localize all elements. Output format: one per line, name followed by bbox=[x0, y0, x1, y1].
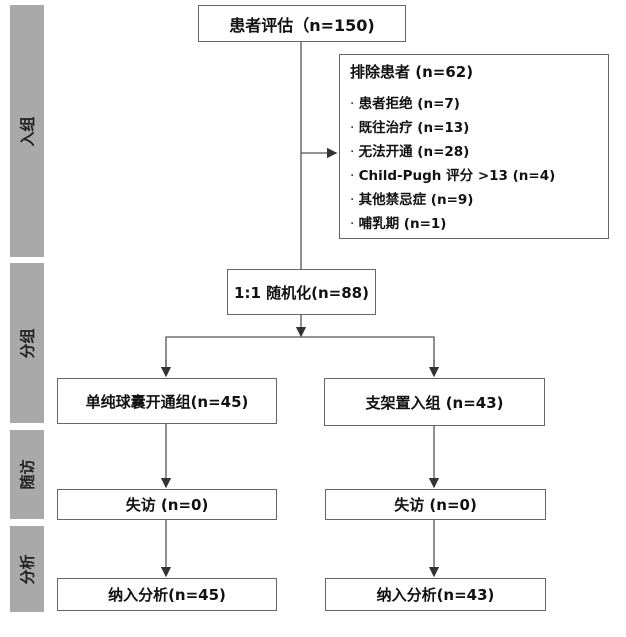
exclusion-title: 排除患者 (n=62) bbox=[350, 63, 474, 81]
stage-followup: 随访 bbox=[10, 430, 44, 519]
followup-label: 失访 (n=0) bbox=[394, 496, 477, 514]
analysis-label: 纳入分析(n=43) bbox=[376, 586, 495, 604]
analysis-label: 纳入分析(n=45) bbox=[108, 586, 226, 604]
exclusion-item: Child-Pugh 评分 >13 (n=4) bbox=[350, 164, 598, 188]
exclusion-item: 无法开通 (n=28) bbox=[350, 140, 598, 164]
randomization-box: 1:1 随机化(n=88) bbox=[227, 269, 376, 315]
assessment-box: 患者评估（n=150) bbox=[198, 5, 406, 42]
exclusion-item: 既往治疗 (n=13) bbox=[350, 116, 598, 140]
group-label: 单纯球囊开通组(n=45) bbox=[85, 392, 249, 411]
analysis-box-balloon: 纳入分析(n=45) bbox=[57, 578, 277, 611]
group-box-stent: 支架置入组 (n=43) bbox=[324, 378, 545, 426]
stage-enrollment: 入组 bbox=[10, 5, 44, 257]
followup-label: 失访 (n=0) bbox=[125, 496, 209, 514]
exclusion-box: 排除患者 (n=62) 患者拒绝 (n=7) 既往治疗 (n=13) 无法开通 … bbox=[339, 54, 609, 239]
exclusion-item: 患者拒绝 (n=7) bbox=[350, 92, 598, 116]
followup-box-balloon: 失访 (n=0) bbox=[57, 489, 277, 520]
group-label: 支架置入组 (n=43) bbox=[365, 393, 504, 412]
stage-allocation: 分组 bbox=[10, 263, 44, 423]
group-box-balloon: 单纯球囊开通组(n=45) bbox=[57, 378, 277, 424]
exclusion-item: 哺乳期 (n=1) bbox=[350, 212, 598, 236]
exclusion-item: 其他禁忌症 (n=9) bbox=[350, 188, 598, 212]
analysis-box-stent: 纳入分析(n=43) bbox=[325, 578, 546, 611]
followup-box-stent: 失访 (n=0) bbox=[325, 489, 546, 520]
stage-analysis: 分析 bbox=[10, 526, 44, 612]
assessment-label: 患者评估（n=150) bbox=[229, 15, 375, 35]
randomization-label: 1:1 随机化(n=88) bbox=[234, 283, 369, 302]
